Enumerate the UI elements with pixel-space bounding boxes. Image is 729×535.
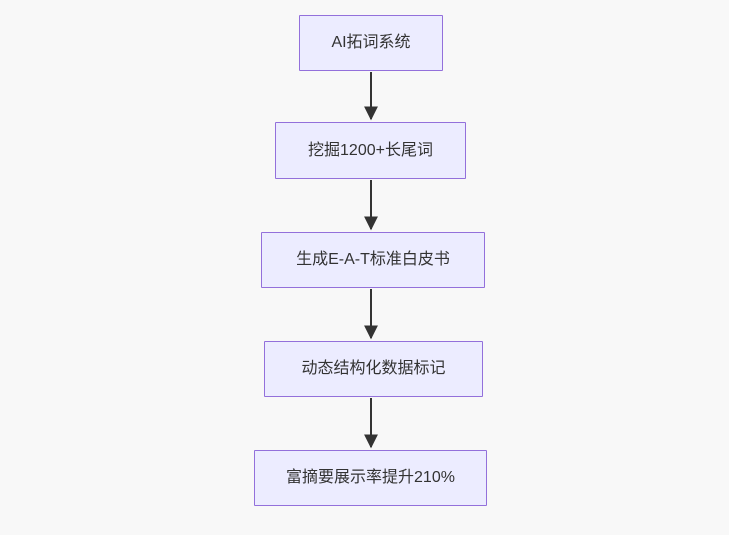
flow-node-label: 生成E-A-T标准白皮书 <box>296 251 450 269</box>
flow-node-rich-snippet-rate: 富摘要展示率提升210% <box>254 450 487 506</box>
flow-node-label: 挖掘1200+长尾词 <box>308 141 433 159</box>
flow-node-label: AI拓词系统 <box>331 34 411 52</box>
flow-node-structured-data-markup: 动态结构化数据标记 <box>264 341 483 397</box>
flow-node-eat-whitepaper: 生成E-A-T标准白皮书 <box>261 232 485 288</box>
flow-node-label: 动态结构化数据标记 <box>301 360 446 378</box>
flow-node-label: 富摘要展示率提升210% <box>286 469 455 487</box>
flow-node-longtail-mining: 挖掘1200+长尾词 <box>275 122 466 179</box>
flow-node-ai-keyword-system: AI拓词系统 <box>299 15 443 71</box>
